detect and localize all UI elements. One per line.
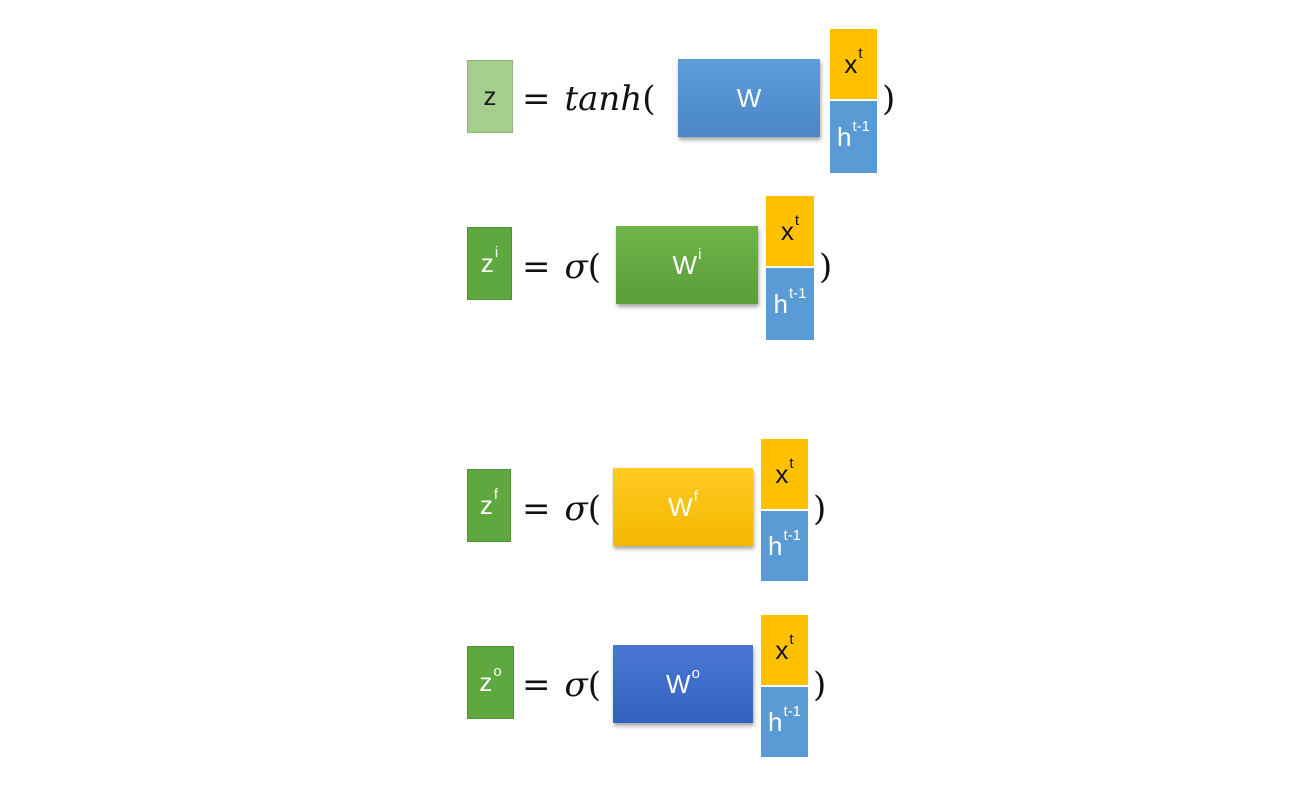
matrix-label: W: [672, 249, 698, 280]
equals-sign: =: [522, 247, 551, 287]
x-sup: t: [789, 454, 794, 472]
matrix-sup: i: [698, 245, 702, 263]
equals-sign: =: [522, 79, 551, 119]
gate-zo-sup: o: [493, 663, 502, 680]
close-paren: ): [882, 79, 896, 119]
h-label: h: [768, 530, 783, 561]
gate-zi-sup: i: [494, 244, 499, 261]
sigma-function: σ: [564, 247, 588, 287]
matrix-sup: f: [693, 487, 698, 505]
h-label: h: [768, 706, 783, 737]
operator-tanh: = tanh(: [522, 82, 656, 116]
h-sup: t-1: [783, 526, 801, 544]
equals-sign: =: [522, 665, 551, 705]
x-sup: t: [858, 44, 863, 62]
x-label: x: [775, 458, 789, 489]
equals-sign: =: [522, 489, 551, 529]
open-paren: (: [642, 79, 656, 119]
h-label: h: [773, 288, 788, 319]
gate-zf-label: z: [479, 490, 493, 520]
sigma-function: σ: [564, 665, 588, 705]
gate-z-label: z: [483, 81, 497, 111]
open-paren: (: [587, 665, 601, 705]
h-sup: t-1: [788, 284, 807, 302]
x-sup: t: [794, 211, 800, 229]
x-sup: t: [789, 630, 794, 648]
matrix-sup: o: [691, 664, 700, 682]
matrix-label: W: [668, 491, 693, 522]
h-sup: t-1: [783, 702, 801, 720]
sigma-function: σ: [564, 489, 588, 529]
close-paren: ): [813, 489, 827, 529]
gate-zi-label: z: [480, 248, 494, 278]
open-paren: (: [587, 489, 601, 529]
gate-z-box: z: [467, 60, 513, 133]
tanh-function: tanh: [564, 79, 643, 119]
h-label: h: [837, 121, 852, 152]
x-label: x: [780, 215, 794, 246]
operator-sigma: = σ(: [522, 492, 601, 526]
gate-zo-label: z: [479, 667, 493, 697]
gate-zf-sup: f: [493, 486, 499, 503]
open-paren: (: [587, 247, 601, 287]
x-label: x: [775, 634, 789, 665]
operator-sigma: = σ(: [522, 250, 601, 284]
close-paren: ): [819, 247, 833, 287]
h-sup: t-1: [852, 117, 870, 135]
weight-matrix-w: W: [678, 59, 820, 137]
operator-sigma: = σ(: [522, 668, 601, 702]
close-paren: ): [813, 665, 827, 705]
matrix-label: W: [736, 82, 762, 113]
matrix-label: W: [666, 668, 691, 699]
x-label: x: [844, 48, 858, 79]
